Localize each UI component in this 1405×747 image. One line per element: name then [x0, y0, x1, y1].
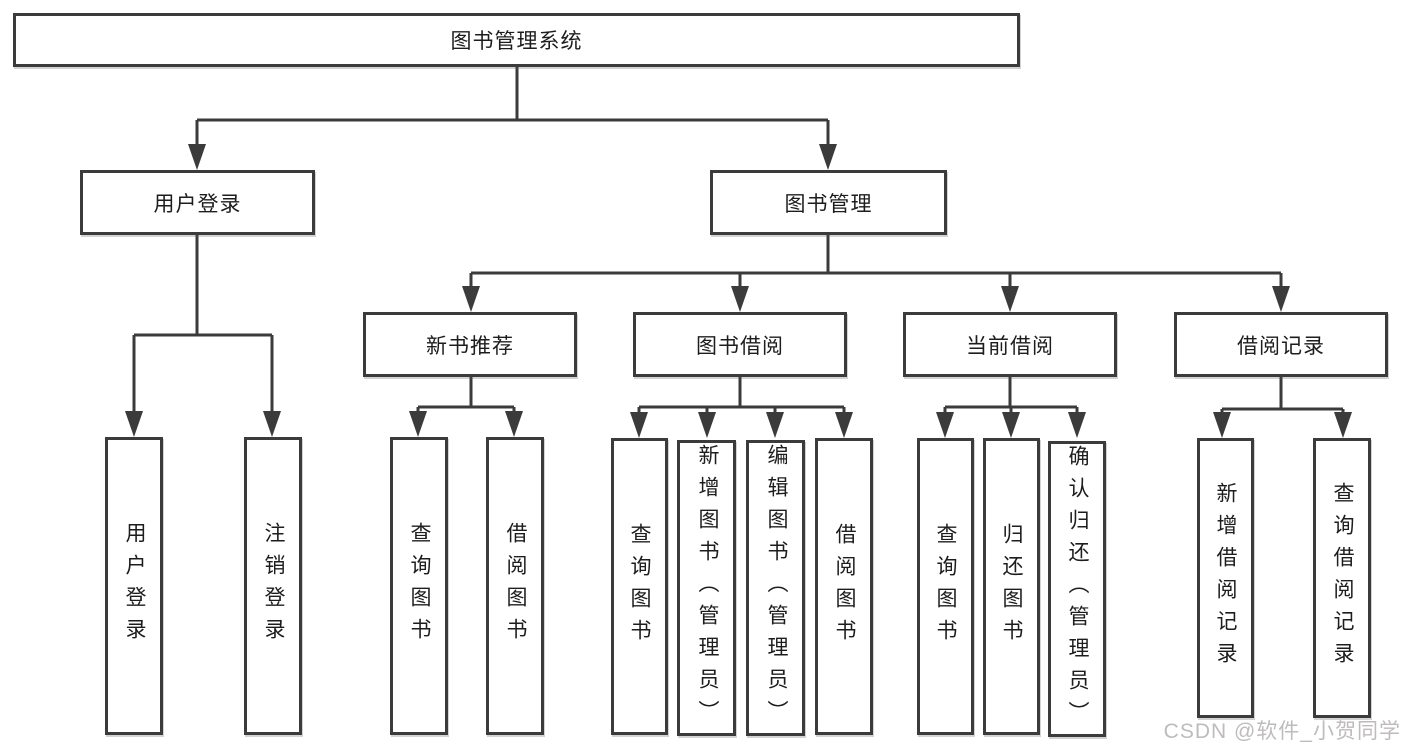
- leaf-add-borrow-record: 新增借阅记录: [1197, 438, 1254, 718]
- csdn-watermark: CSDN @软件_小贺同学: [1163, 720, 1401, 743]
- node-book-management: 图书管理: [710, 170, 947, 235]
- leaf-add-books-admin: 新增图书（管理员）: [677, 440, 736, 736]
- leaf-query-borrow-record: 查询借阅记录: [1313, 438, 1371, 718]
- leaf-confirm-return-admin: 确认归还（管理员）: [1048, 441, 1106, 737]
- leaf-borrow-books-recommend: 借阅图书: [486, 437, 544, 735]
- leaf-logout: 注销登录: [244, 437, 302, 735]
- leaf-user-login: 用户登录: [105, 437, 163, 735]
- node-current-borrowing: 当前借阅: [903, 312, 1117, 377]
- leaf-query-books-borrow: 查询图书: [611, 438, 668, 735]
- leaf-edit-books-admin: 编辑图书（管理员）: [746, 440, 805, 736]
- leaf-borrow-books: 借阅图书: [815, 438, 873, 735]
- leaf-query-books-current: 查询图书: [917, 438, 974, 735]
- leaf-return-books: 归还图书: [983, 438, 1040, 735]
- leaf-query-books-recommend: 查询图书: [390, 437, 448, 735]
- node-user-login: 用户登录: [80, 170, 315, 235]
- node-borrowing-records: 借阅记录: [1174, 312, 1388, 377]
- arrowhead-icons: [125, 144, 1352, 438]
- node-new-book-recommendation: 新书推荐: [363, 312, 577, 377]
- node-library-system-root: 图书管理系统: [13, 13, 1020, 67]
- node-book-borrowing: 图书借阅: [633, 312, 847, 377]
